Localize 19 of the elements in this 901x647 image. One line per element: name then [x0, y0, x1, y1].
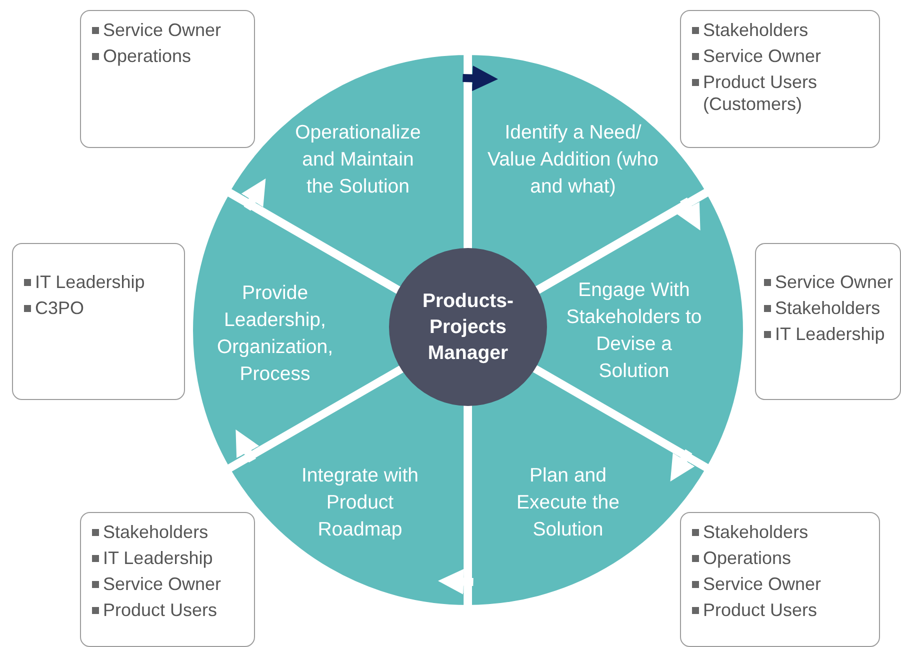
role-list-box: [80, 512, 255, 647]
hub-label: Products-Projects Manager: [421, 289, 514, 366]
role-list-box: [755, 243, 901, 400]
arrow: [241, 178, 266, 211]
segment-label: Integrate with Product Roadmap: [300, 464, 420, 542]
arrow: [670, 449, 695, 482]
arrow: [236, 429, 260, 462]
role-list-box: [680, 10, 880, 148]
segment-label: Operationalize and Maintain the Solution: [294, 120, 422, 200]
arrow: [462, 66, 498, 92]
arrow: [438, 568, 474, 594]
role-list-box: [80, 10, 255, 148]
segment-label: Provide Leadership, Organization, Process: [216, 281, 334, 387]
segment-label: Engage With Stakeholders to Devise a Solution: [565, 278, 703, 384]
segment-label: Plan and Execute the Solution: [516, 464, 620, 542]
segment-label: Identify a Need/ Value Addition (who and what): [487, 120, 659, 200]
role-list-box: [680, 512, 880, 647]
role-list-box: [12, 243, 185, 400]
arrow: [676, 198, 700, 231]
